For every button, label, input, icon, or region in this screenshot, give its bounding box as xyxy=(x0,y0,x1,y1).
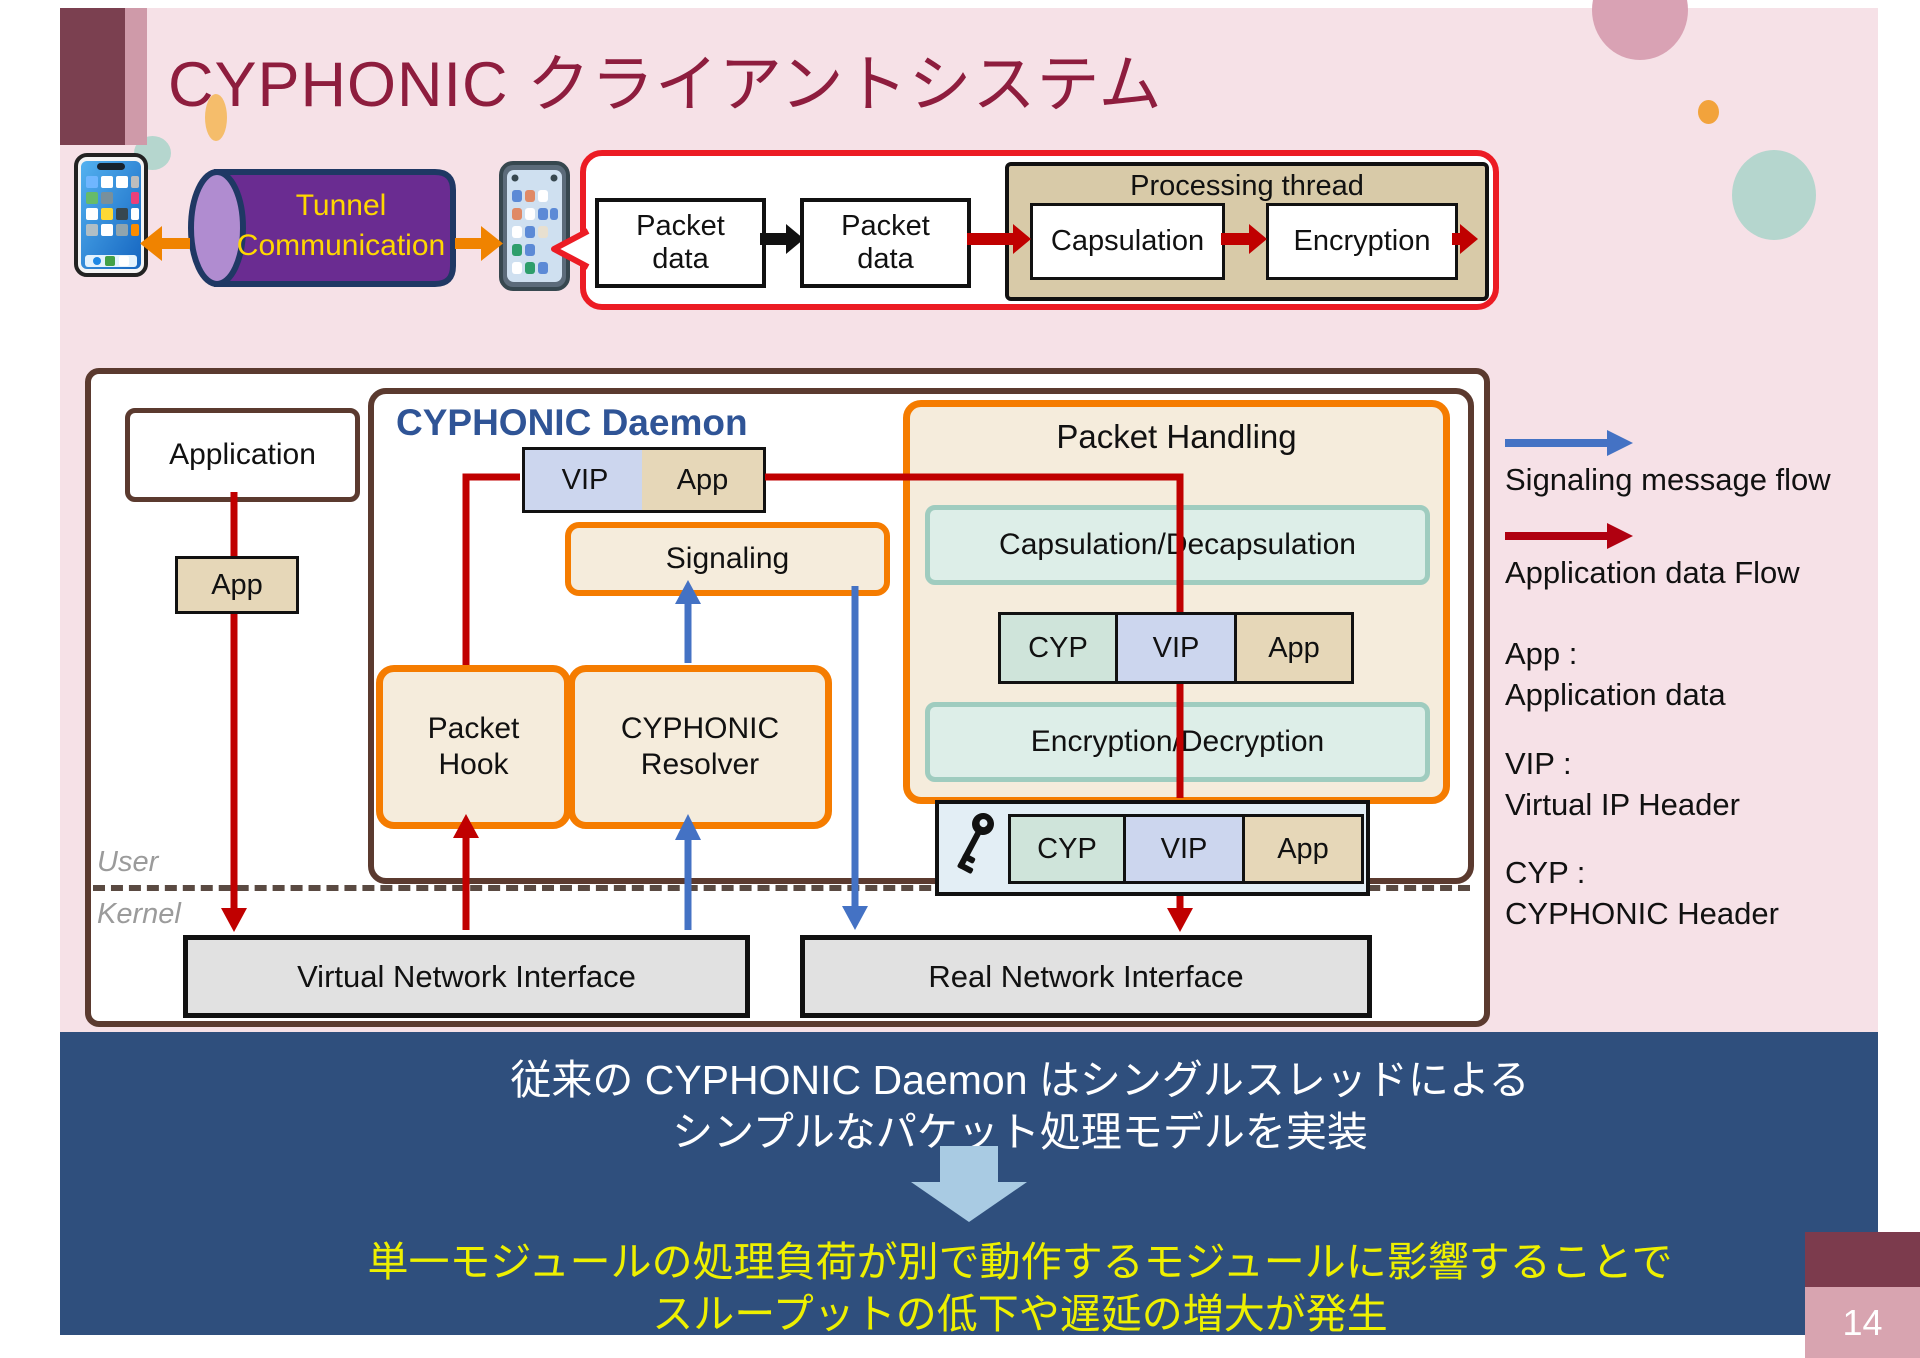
application-box: Application xyxy=(125,408,360,502)
virtual-network-interface-box: Virtual Network Interface xyxy=(183,935,750,1018)
packet-hook-line2: Hook xyxy=(438,748,509,781)
down-arrow-icon xyxy=(911,1146,1027,1222)
orange-oval-decoration xyxy=(205,94,227,141)
key-vip-cell: VIP xyxy=(1126,814,1245,884)
capsulation-decapsulation-box: Capsulation/Decapsulation xyxy=(925,505,1430,585)
teal-circle-decoration xyxy=(1732,150,1816,240)
packet-handling-title: Packet Handling xyxy=(1056,418,1297,455)
packet-hook-line1: Packet xyxy=(427,712,520,745)
packet-data-2-line2: data xyxy=(857,243,914,275)
legend-def-vip-desc: Virtual IP Header xyxy=(1505,786,1740,822)
smartphone-left-icon xyxy=(73,152,149,278)
packet-data-1-line1: Packet xyxy=(636,209,725,242)
legend-def-cyp: CYP : CYPHONIC Header xyxy=(1505,853,1875,935)
application-flow-arrow-icon xyxy=(1505,522,1633,549)
encrypted-packet-box: CYP VIP App xyxy=(935,800,1370,896)
page-number-badge: 14 xyxy=(1805,1287,1920,1358)
packet-structure-row: CYP VIP App xyxy=(998,612,1354,684)
problem-line2: スループットの低下や遅延の増大が発生 xyxy=(652,1291,1388,1337)
page-badge-top xyxy=(1805,1232,1920,1287)
packet-hook-box: Packet Hook xyxy=(376,665,571,829)
signaling-box: Signaling xyxy=(565,522,890,596)
legend-def-cyp-term: CYP : xyxy=(1505,855,1586,891)
smartphone-right-icon xyxy=(498,160,571,292)
key-cyp-cell: CYP xyxy=(1008,814,1126,884)
resolver-line2: Resolver xyxy=(640,748,760,781)
daemon-title: CYPHONIC Daemon xyxy=(396,402,748,443)
packet-data-1-line2: data xyxy=(652,243,709,275)
app-cell: App xyxy=(1237,612,1354,684)
tunnel-label-line1: Tunnel xyxy=(295,189,387,222)
legend-def-vip-term: VIP : xyxy=(1505,745,1572,781)
processing-thread-title: Processing thread xyxy=(1130,170,1364,202)
legend-signaling-flow: Signaling message flow xyxy=(1505,462,1831,497)
header-vip-cell: VIP xyxy=(522,447,648,513)
real-network-interface-box: Real Network Interface xyxy=(800,935,1372,1018)
key-icon xyxy=(957,813,994,874)
summary-line2: シンプルなパケット処理モデルを実装 xyxy=(672,1109,1368,1155)
encryption-decryption-box: Encryption/Decryption xyxy=(925,702,1430,782)
signaling-flow-arrow-icon xyxy=(1505,430,1633,456)
key-app-cell: App xyxy=(1245,814,1364,884)
legend-def-vip: VIP : Virtual IP Header xyxy=(1505,744,1875,826)
packet-data-2-line1: Packet xyxy=(841,209,930,242)
legend-application-flow: Application data Flow xyxy=(1505,554,1800,590)
encryption-box: Encryption xyxy=(1266,203,1458,280)
title-maroon-bar xyxy=(60,8,125,145)
title-mauve-stripe xyxy=(125,8,147,145)
legend-def-app: App : Application data xyxy=(1505,634,1875,716)
legend: Signaling message flow Application data … xyxy=(1505,430,1875,935)
cyphonic-resolver-box: CYPHONIC Resolver xyxy=(568,665,832,829)
cyp-cell: CYP xyxy=(998,612,1118,684)
encrypted-packet-row: CYP VIP App xyxy=(1008,814,1364,884)
packet-data-box-2: Packet data xyxy=(800,198,971,288)
app-small-box: App xyxy=(175,556,299,614)
kernel-label: Kernel xyxy=(97,898,181,930)
tunnel-graphic: Tunnel Communication xyxy=(187,168,458,288)
callout-tail xyxy=(548,228,592,270)
capsulation-box: Capsulation xyxy=(1030,203,1225,280)
user-kernel-divider xyxy=(93,885,1470,891)
tunnel-label: Tunnel Communication xyxy=(231,186,451,266)
orange-dot-decoration xyxy=(1698,100,1719,124)
legend-def-cyp-desc: CYPHONIC Header xyxy=(1505,896,1779,932)
header-app-cell: App xyxy=(642,447,766,513)
summary-line1: 従来の CYPHONIC Daemon はシングルスレッドによる xyxy=(510,1057,1530,1103)
legend-def-app-term: App : xyxy=(1505,635,1578,671)
resolver-line1: CYPHONIC xyxy=(620,712,780,745)
problem-line1: 単一モジュールの処理負荷が別で動作するモジュールに影響することで xyxy=(367,1239,1673,1285)
vip-cell: VIP xyxy=(1118,612,1237,684)
page-title: CYPHONIC クライアントシステム xyxy=(168,50,1163,120)
tunnel-label-line2: Communication xyxy=(236,229,446,262)
user-label: User xyxy=(97,846,159,878)
legend-def-app-desc: Application data xyxy=(1505,676,1726,712)
packet-data-box-1: Packet data xyxy=(595,198,766,288)
